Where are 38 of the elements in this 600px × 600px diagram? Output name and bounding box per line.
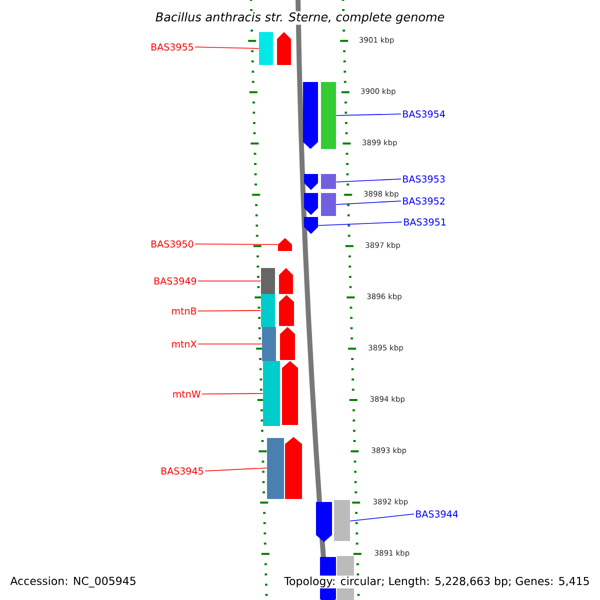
footer-text: Accession: NC_005945 bbox=[9, 576, 138, 588]
gene-label: BAS3944 bbox=[416, 510, 458, 518]
gene-label: BAS3955 bbox=[152, 43, 193, 51]
leader-line bbox=[194, 46, 260, 49]
leader-line bbox=[336, 200, 402, 205]
leader-line bbox=[194, 244, 278, 245]
gene-feature bbox=[263, 361, 298, 426]
gene-label: BAS3949 bbox=[154, 277, 196, 285]
leader-line bbox=[202, 393, 264, 394]
gene-feature bbox=[303, 82, 336, 149]
gene-label: BAS3950 bbox=[152, 240, 194, 248]
leader-line bbox=[350, 514, 414, 522]
gene-label: BAS3954 bbox=[403, 110, 445, 118]
leader-line bbox=[198, 280, 262, 282]
leader-line bbox=[336, 114, 402, 116]
gene-label: mtnW bbox=[173, 390, 200, 398]
leader-line bbox=[318, 222, 402, 226]
gene-feature bbox=[304, 174, 336, 190]
leader-line bbox=[336, 178, 402, 182]
gene-feature bbox=[261, 268, 293, 294]
gene-label: BAS3945 bbox=[162, 467, 203, 475]
gene-feature bbox=[267, 437, 302, 499]
gene-label: BAS3951 bbox=[404, 218, 446, 226]
title: Bacillus anthracis str. Sterne, complete genome bbox=[154, 11, 446, 25]
gene-feature bbox=[259, 32, 291, 65]
gene-label: BAS3952 bbox=[403, 197, 444, 205]
gene-feature bbox=[316, 500, 350, 542]
gene-feature bbox=[304, 193, 336, 216]
gene-feature bbox=[304, 217, 318, 234]
leader-line bbox=[198, 310, 262, 312]
leader-line bbox=[204, 468, 268, 472]
gene-label: mtnX bbox=[172, 340, 196, 348]
gene-label: mtnB bbox=[172, 308, 196, 314]
gene-label: BAS3953 bbox=[403, 175, 445, 183]
gene-feature bbox=[262, 327, 295, 361]
footer-text: Topology: circular; Length: 5,228,663 bp; Genes: 5,415 bbox=[283, 576, 591, 588]
gene-feature bbox=[261, 294, 294, 327]
gene-feature bbox=[278, 238, 292, 251]
